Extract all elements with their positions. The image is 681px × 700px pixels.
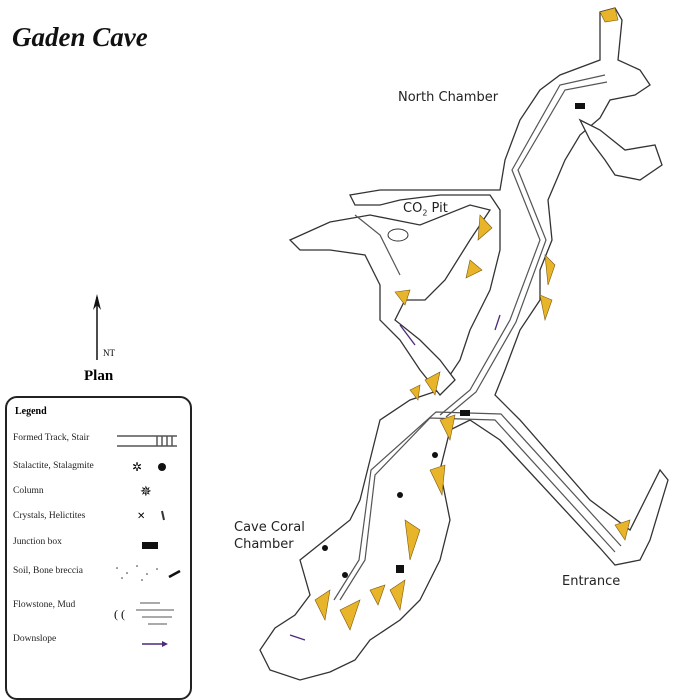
column-icon: ✵: [140, 485, 152, 500]
label-north-chamber: North Chamber: [398, 90, 499, 105]
downslope-arrows: [289, 314, 501, 641]
legend-label: Flowstone, Mud: [13, 600, 76, 610]
junction-box-marker: [396, 565, 404, 573]
legend-label: Formed Track, Stair: [13, 433, 90, 443]
junction-box-marker: [575, 103, 585, 109]
legend-label: Junction box: [13, 537, 62, 547]
north-label: NT: [103, 348, 115, 358]
stalagmite-markers: [322, 452, 438, 578]
downslope-arrow-icon: [142, 641, 168, 647]
legend-label: Downslope: [13, 634, 57, 644]
junction-box-marker: [460, 410, 470, 416]
rock-blocks: [314, 7, 631, 631]
north-arrow-icon: [93, 294, 101, 360]
legend-label: Stalactite, Stalagmite: [13, 461, 94, 471]
legend-label: Column: [13, 486, 44, 496]
plan-label: Plan: [84, 368, 114, 384]
legend-symbols: ✲ ✵ ✕ ( (: [114, 435, 181, 647]
soil-icon: [116, 565, 158, 581]
label-cave-coral-chamber: Chamber: [234, 537, 294, 552]
legend: Legend Formed Track, Stair Stalactite, S…: [5, 396, 192, 700]
stalagmite-icon: [158, 463, 166, 471]
helictites-icon: [161, 510, 165, 521]
label-entrance: Entrance: [562, 574, 621, 589]
cave-outline: [259, 7, 669, 681]
track-stair-icon: [117, 435, 177, 447]
flowstone-icon: ( (: [114, 607, 125, 621]
mud-icon: [136, 602, 174, 625]
north-side-passage: [578, 118, 663, 181]
map-title: Gaden Cave: [12, 22, 148, 52]
crystals-icon: ✕: [137, 511, 145, 522]
co2-pit-passage: [288, 204, 492, 396]
bone-breccia-icon: [168, 569, 181, 579]
co2-pit-marker: [387, 228, 409, 242]
formed-track: [333, 74, 622, 601]
junction-box-icon: [142, 542, 158, 549]
legend-label: Crystals, Helictites: [13, 511, 86, 521]
label-cave-coral: Cave Coral: [234, 520, 305, 535]
legend-title: Legend: [15, 406, 47, 417]
legend-label: Soil, Bone breccia: [13, 566, 83, 576]
label-co2-pit: CO2 Pit: [403, 201, 448, 218]
stalactite-icon: ✲: [132, 460, 142, 474]
